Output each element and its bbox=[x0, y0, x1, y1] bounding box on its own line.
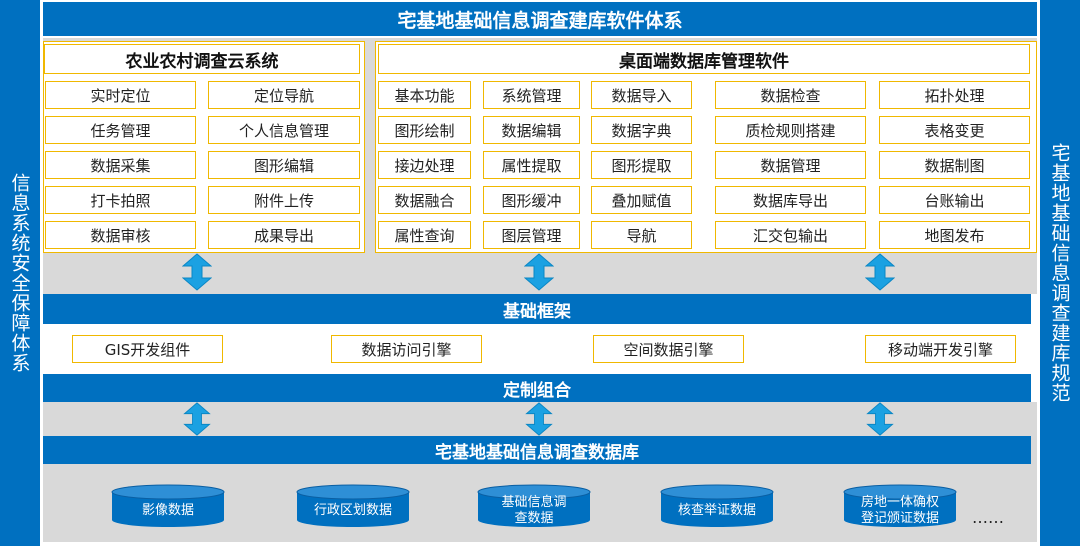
database-cylinder: 核查举证数据 bbox=[660, 484, 774, 528]
desktop-item: 表格变更 bbox=[879, 116, 1030, 144]
double-arrow-icon bbox=[524, 253, 554, 291]
desktop-item: 接边处理 bbox=[378, 151, 471, 179]
database-bar: 宅基地基础信息调查数据库 bbox=[43, 436, 1031, 464]
database-item-label: 核查举证数据 bbox=[677, 503, 756, 518]
desktop-item: 属性提取 bbox=[483, 151, 580, 179]
desktop-item: 图形缓冲 bbox=[483, 186, 580, 214]
cloud-item: 定位导航 bbox=[208, 81, 360, 109]
cloud-item: 打卡拍照 bbox=[45, 186, 196, 214]
database-cylinder: 房地一体确权登记颁证数据 bbox=[843, 484, 957, 528]
database-title: 宅基地基础信息调查数据库 bbox=[435, 442, 639, 463]
desktop-item: 数据导入 bbox=[591, 81, 692, 109]
right-side-label: 宅基地基础信息调查建库规范 bbox=[1048, 143, 1071, 403]
database-item-label: 行政区划数据 bbox=[313, 503, 392, 518]
desktop-item: 数据制图 bbox=[879, 151, 1030, 179]
database-item-label: 房地一体确权登记颁证数据 bbox=[860, 495, 939, 526]
cylinder-icon bbox=[296, 484, 410, 527]
double-arrow-icon bbox=[866, 402, 894, 436]
database-ellipsis: …… bbox=[972, 508, 1004, 527]
desktop-item: 导航 bbox=[591, 221, 692, 249]
desktop-item: 系统管理 bbox=[483, 81, 580, 109]
double-arrow-icon bbox=[525, 402, 553, 436]
left-side-label: 信息系统安全保障体系 bbox=[8, 173, 31, 373]
cloud-item: 个人信息管理 bbox=[208, 116, 360, 144]
cloud-item: 数据审核 bbox=[45, 221, 196, 249]
desktop-item: 基本功能 bbox=[378, 81, 471, 109]
cylinder-icon bbox=[843, 484, 957, 527]
custom-title: 定制组合 bbox=[503, 380, 571, 401]
database-item-label: 影像数据 bbox=[141, 503, 194, 518]
desktop-item: 拓扑处理 bbox=[879, 81, 1030, 109]
desktop-item: 数据检查 bbox=[715, 81, 866, 109]
desktop-item: 数据管理 bbox=[715, 151, 866, 179]
desktop-item: 图层管理 bbox=[483, 221, 580, 249]
desktop-item: 数据编辑 bbox=[483, 116, 580, 144]
database-item-label: 基础信息调查数据 bbox=[501, 495, 567, 526]
desktop-item: 数据库导出 bbox=[715, 186, 866, 214]
desktop-item: 汇交包输出 bbox=[715, 221, 866, 249]
framework-bar: 基础框架 bbox=[43, 294, 1031, 324]
desktop-item: 台账输出 bbox=[879, 186, 1030, 214]
cloud-item: 附件上传 bbox=[208, 186, 360, 214]
framework-item: 空间数据引擎 bbox=[593, 335, 744, 363]
desktop-item: 数据字典 bbox=[591, 116, 692, 144]
top-title-bar: 宅基地基础信息调查建库软件体系 bbox=[43, 2, 1037, 36]
double-arrow-icon bbox=[182, 253, 212, 291]
left-side-bar: 信息系统安全保障体系 bbox=[0, 0, 40, 546]
desktop-software-title: 桌面端数据库管理软件 bbox=[378, 44, 1030, 74]
double-arrow-icon bbox=[183, 402, 211, 436]
framework-item: 数据访问引擎 bbox=[331, 335, 482, 363]
cloud-item: 实时定位 bbox=[45, 81, 196, 109]
right-side-bar: 宅基地基础信息调查建库规范 bbox=[1040, 0, 1080, 546]
cylinder-icon bbox=[111, 484, 225, 527]
desktop-item: 图形绘制 bbox=[378, 116, 471, 144]
desktop-item: 图形提取 bbox=[591, 151, 692, 179]
desktop-item: 数据融合 bbox=[378, 186, 471, 214]
database-cylinder: 行政区划数据 bbox=[296, 484, 410, 528]
cloud-item: 图形编辑 bbox=[208, 151, 360, 179]
cloud-item: 任务管理 bbox=[45, 116, 196, 144]
double-arrow-icon bbox=[865, 253, 895, 291]
desktop-item: 质检规则搭建 bbox=[715, 116, 866, 144]
cylinder-icon bbox=[477, 484, 591, 527]
database-cylinder: 基础信息调查数据 bbox=[477, 484, 591, 528]
custom-bar: 定制组合 bbox=[43, 374, 1031, 402]
framework-title: 基础框架 bbox=[503, 301, 571, 322]
cloud-system-panel bbox=[43, 41, 365, 253]
desktop-item: 属性查询 bbox=[378, 221, 471, 249]
top-title: 宅基地基础信息调查建库软件体系 bbox=[397, 9, 683, 32]
framework-item: GIS开发组件 bbox=[72, 335, 223, 363]
cylinder-icon bbox=[660, 484, 774, 527]
cloud-system-title: 农业农村调查云系统 bbox=[44, 44, 360, 74]
cloud-item: 成果导出 bbox=[208, 221, 360, 249]
desktop-software-panel bbox=[375, 41, 1037, 253]
framework-item: 移动端开发引擎 bbox=[865, 335, 1016, 363]
database-cylinder: 影像数据 bbox=[111, 484, 225, 528]
desktop-item: 地图发布 bbox=[879, 221, 1030, 249]
cloud-item: 数据采集 bbox=[45, 151, 196, 179]
desktop-item: 叠加赋值 bbox=[591, 186, 692, 214]
